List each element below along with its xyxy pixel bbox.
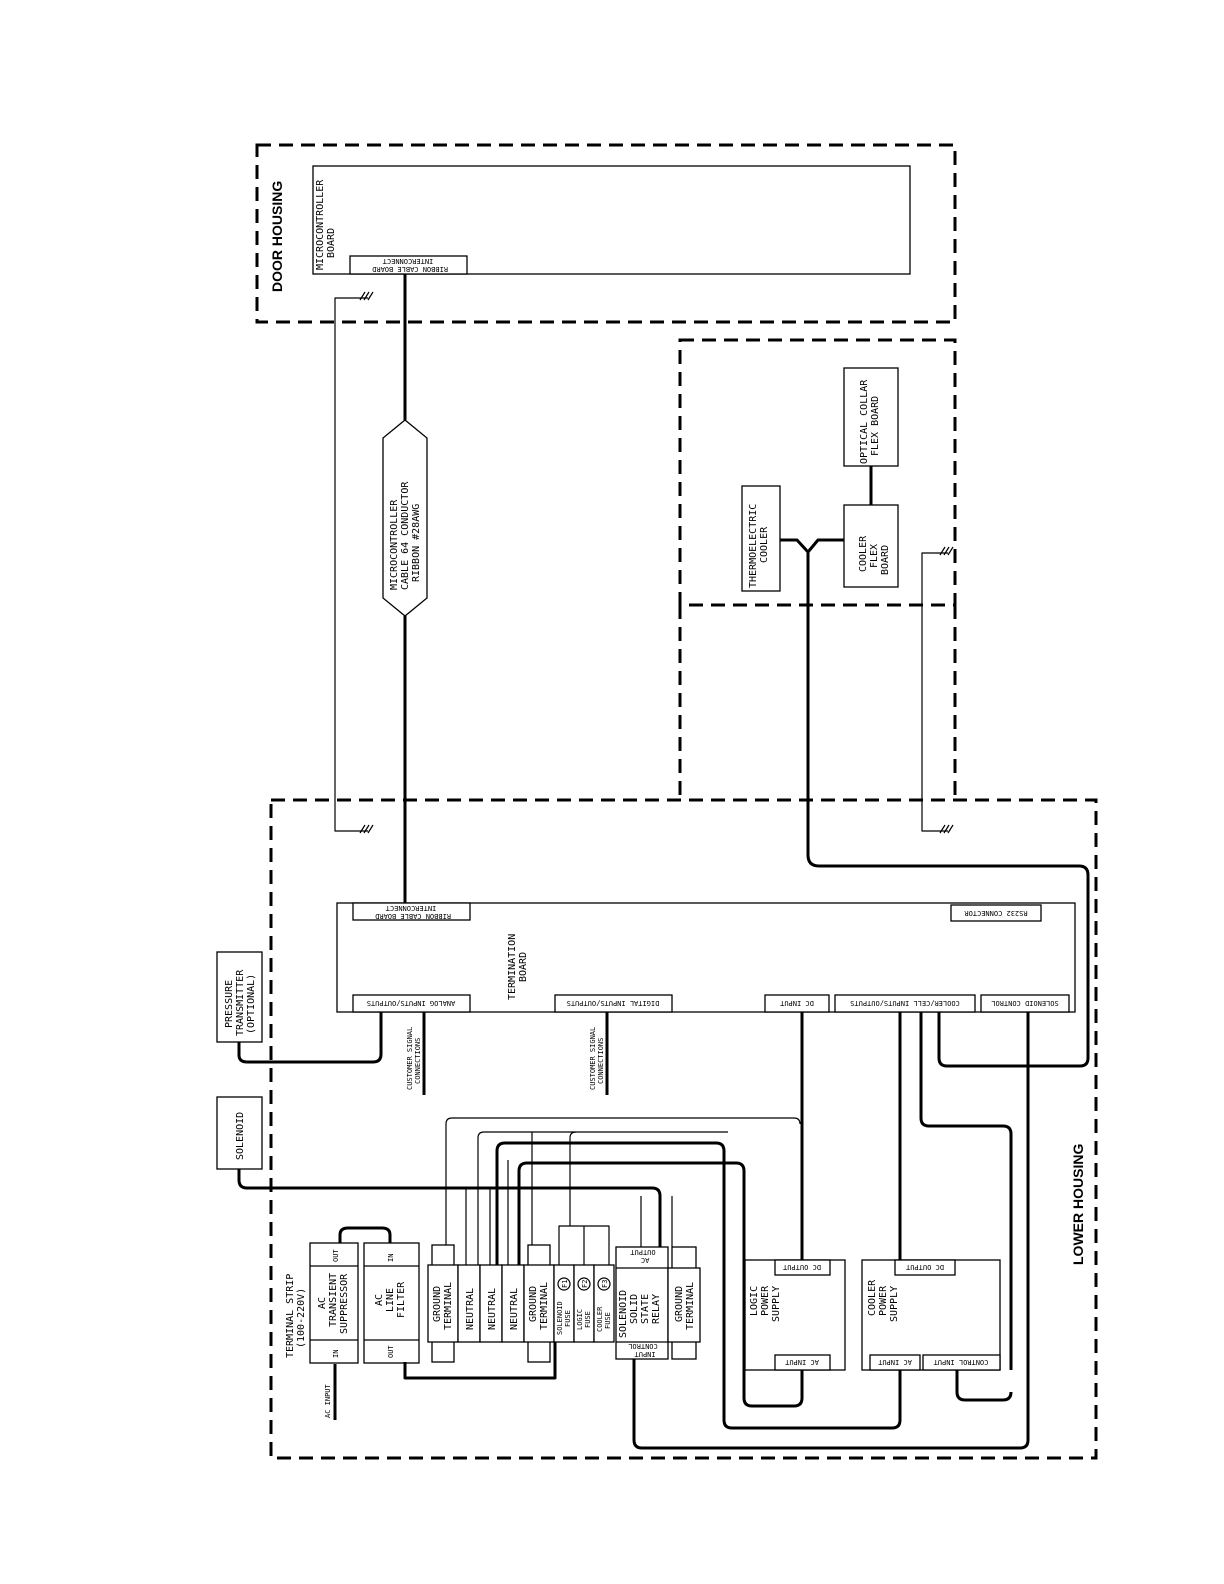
tb-dc-input-connector (764, 994, 830, 1013)
svg-text:F3: F3 (601, 1280, 609, 1288)
cooler-fuse (593, 1264, 615, 1343)
logic-ac-wire (517, 1161, 804, 1408)
rs232-connector-label: RS232 CONNECTOR (964, 909, 1028, 917)
cooler-control-wire (919, 1012, 1013, 1370)
ground-terminal-2-label: GROUND TERMINAL (528, 1280, 550, 1330)
mc-ribbon-interconnect (349, 255, 468, 275)
digital-io-connector (554, 994, 673, 1013)
optical-collar-flex-board (843, 367, 899, 467)
pressure-transmitter-label: PRESSURE TRANSMITTER (OPTIONAL) (224, 964, 257, 1036)
fuse-f3-marker (597, 1277, 611, 1291)
ground-wire-left (334, 297, 368, 832)
door-housing-label: DOOR HOUSING (269, 181, 285, 292)
termination-board-label: TERMINATION BOARD (507, 928, 529, 1000)
suppressor-out-label: OUT (332, 1249, 340, 1262)
tb-ribbon-interconnect-label: RIBBON CABLE BOARD INTERCONNECT (371, 904, 451, 920)
cooler-ac-wire (495, 1141, 902, 1430)
fuse-bracket (558, 1225, 610, 1265)
logic-ps-label: LOGIC POWER SUPPLY (749, 1280, 782, 1322)
digital-io-label: DIGITAL INPUTS/OUTPUTS (567, 999, 660, 1007)
logic-ps-ac-input-label: AC INPUT (784, 1358, 819, 1366)
ground-distribution-wire (445, 1117, 801, 1245)
neutral-terminal-2-label: NEUTRAL (487, 1288, 498, 1330)
solenoid-control-wire (632, 1012, 1030, 1450)
customer-signal-label-analog: CUSTOMER SIGNAL CONNECTIONS (406, 1023, 422, 1090)
analog-io-connector (352, 994, 471, 1013)
cooler-ps-control-input-label: CONTROL INPUT (933, 1358, 989, 1366)
optical-collar-flex-board-label: OPTICAL COLLAR FLEX BOARD (859, 374, 881, 464)
filter-label: AC LINE FILTER (374, 1281, 407, 1318)
microcontroller-board-label: MICROCONTROLLER BOARD (315, 174, 337, 270)
ground-symbol-mid-left (359, 824, 374, 834)
neutral-terminal-1-label: NEUTRAL (465, 1288, 476, 1330)
neutral-dist-wire-1 (465, 1131, 728, 1265)
solenoid-wire (237, 1169, 662, 1252)
neutral-return-wire (403, 1342, 557, 1380)
ac-input-label: AC INPUT (324, 1383, 332, 1418)
door-housing-boundary (255, 143, 957, 324)
ac-transient-suppressor (309, 1242, 359, 1364)
mc-ribbon-interconnect-label: RIBBON CABLE BOARD INTERCONNECT (368, 257, 448, 273)
cooler-ps-label: COOLER POWER SUPPLY (867, 1274, 900, 1322)
logic-ps-dc-output-label: DC OUTPUT (782, 1263, 821, 1271)
svg-text:F1: F1 (561, 1280, 569, 1288)
cooler-fuse-label: COOLER FUSE (596, 1302, 612, 1332)
ssr-ac-output-label: AC OUTPUT (630, 1248, 656, 1264)
suppressor-in-label: IN (332, 1350, 340, 1358)
ground-terminal-3-label: GROUND TERMINAL (674, 1280, 696, 1330)
suppressor-label: AC TRANSIENT SUPPRESSOR (317, 1267, 350, 1334)
ssr-control-input-label: INPUT CONTROL (628, 1342, 658, 1358)
cooler-ps-dc-output (894, 1259, 956, 1276)
ground-terminal-1-label: GROUND TERMINAL (432, 1280, 454, 1330)
solenoid-fuse-label: SOLENOID FUSE (556, 1297, 572, 1335)
solenoid-control-connector (980, 994, 1070, 1013)
cooler-ps-ac-input-label: AC INPUT (877, 1358, 912, 1366)
fuse-f1-marker (557, 1277, 571, 1291)
ribbon-cable-label: MICROCONTROLLER CABLE 64 CONDUCTOR RIBBO… (389, 476, 422, 590)
thermoelectric-cooler-label: THERMOELECTRIC COOLER (748, 498, 770, 588)
cooler-control-return-wire (955, 1370, 1013, 1402)
svg-text:F2: F2 (581, 1280, 589, 1288)
tb-ribbon-interconnect (352, 902, 471, 921)
cooler-ps-ac-input (869, 1354, 921, 1371)
pressure-transmitter (216, 951, 263, 1043)
ground-wire-right (921, 552, 948, 832)
solenoid-device-label: SOLENOID (235, 1112, 246, 1160)
thermoelectric-cooler (741, 485, 781, 592)
ground-symbol-right-upper (939, 546, 954, 556)
ground-symbol-right-lower (939, 824, 954, 834)
suppressor-filter-link (338, 1226, 392, 1243)
ssr-label: SOLENOID SOLID STATE RELAY (618, 1284, 662, 1338)
customer-signal-label-digital: CUSTOMER SIGNAL CONNECTIONS (589, 1023, 605, 1090)
filter-in-label: IN (387, 1254, 395, 1262)
lower-housing-label: LOWER HOUSING (1070, 1144, 1086, 1265)
filter-out-label: OUT (387, 1345, 395, 1358)
cooler-flex-board (843, 504, 899, 588)
terminal-strip-title: TERMINAL STRIP (100-220V) (285, 1268, 307, 1358)
neutral-dist-wire-2 (507, 1131, 673, 1265)
cooler-cell-io-connector (834, 994, 976, 1013)
analog-io-label: ANALOG INPUTS/OUTPUTS (367, 999, 456, 1007)
fuse-f2-marker (577, 1277, 591, 1291)
solenoid-control-label: SOLENOID CONTROL (991, 999, 1058, 1007)
cooler-housing-boundary (678, 338, 957, 607)
pressure-transmitter-wire (237, 1012, 383, 1064)
cooler-ps-dc-output-label: DC OUTPUT (905, 1263, 944, 1271)
ground-symbol-top-left (359, 291, 374, 301)
ac-line-filter (363, 1242, 420, 1364)
solenoid-solid-state-relay (615, 1246, 669, 1360)
tb-dc-input-label: DC INPUT (779, 999, 814, 1007)
cooler-housing-extension (678, 605, 957, 800)
solenoid-device (216, 1096, 263, 1170)
cooler-flex-board-label: COOLER FLEX BOARD (858, 530, 891, 575)
neutral-terminal-3-label: NEUTRAL (509, 1288, 520, 1330)
cooler-cell-io-label: COOLER/CELL INPUTS/OUTPUTS (850, 999, 960, 1007)
cooler-y-wire (780, 538, 1090, 1068)
logic-fuse-label: LOGIC FUSE (576, 1305, 592, 1330)
rs232-connector (950, 904, 1042, 922)
cooler-ps-control-input (922, 1354, 1001, 1371)
lower-housing-boundary (269, 798, 1098, 1460)
